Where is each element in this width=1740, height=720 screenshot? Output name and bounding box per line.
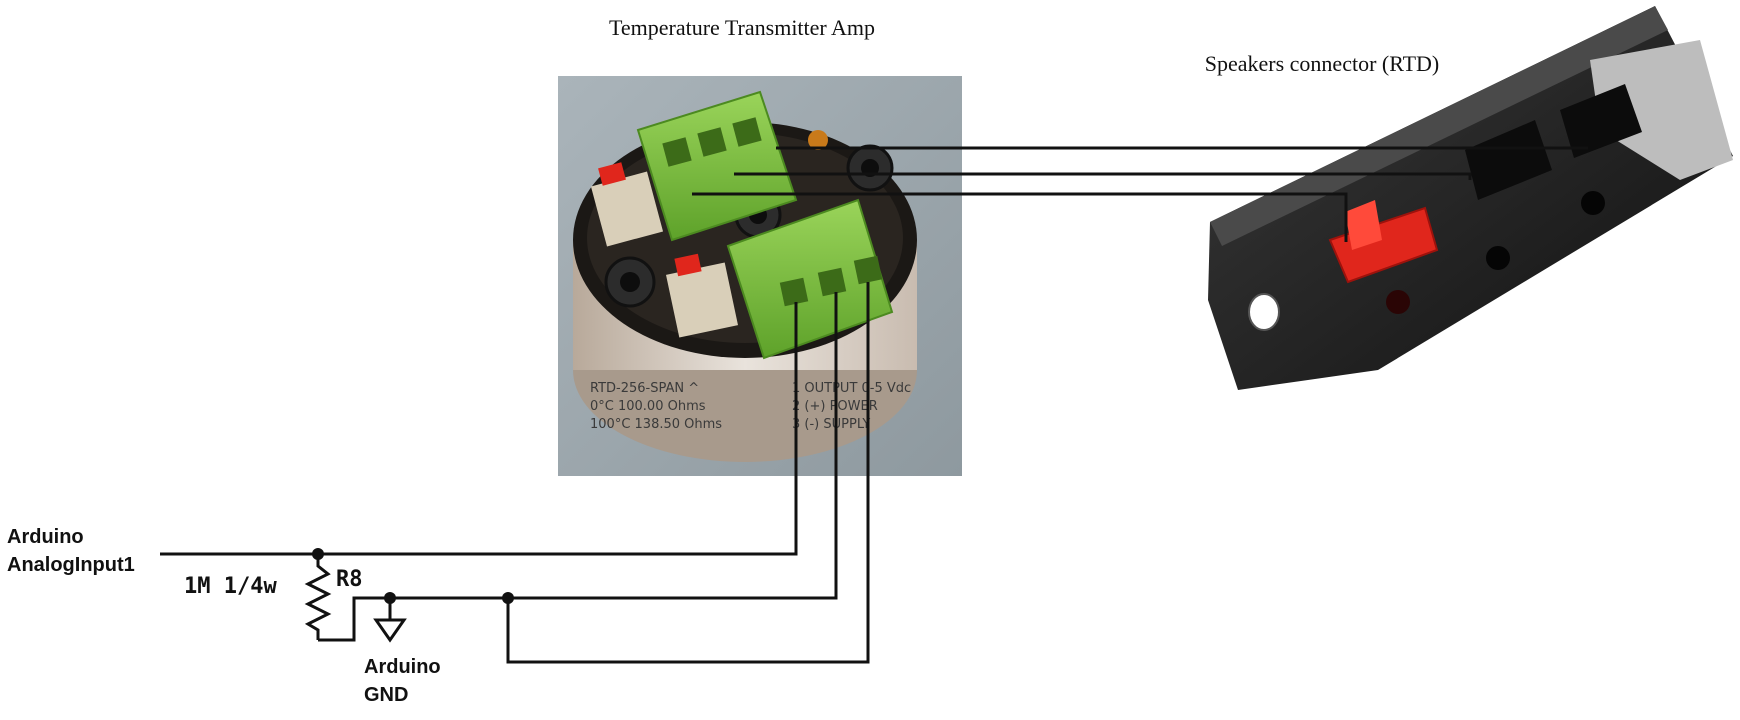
amp-label-line1: RTD-256-SPAN ^ [590,381,699,396]
ground-symbol [373,598,407,643]
amp-label-right1: 1 OUTPUT 0-5 Vdc [792,381,911,396]
supply-plus-wire [318,292,838,642]
resistor-r8 [304,554,332,640]
amp-label-line2: 0°C 100.00 Ohms [590,399,706,414]
output-wires [160,282,870,664]
amp-label-right3: 3 (-) SUPPLY [792,417,870,432]
analog-input-label-line1: Arduino [7,526,84,548]
speakers-connector-photo [1208,6,1733,390]
resistor-value-label: 1M 1/4w [184,574,277,599]
gnd-label-line1: Arduino [364,656,441,678]
junction-dot-input [312,548,324,560]
resistor-ref-label: R8 [336,567,363,592]
amp-title: Temperature Transmitter Amp [609,15,875,40]
output-wire [160,302,798,556]
amp-label-line3: 100°C 138.50 Ohms [590,417,722,432]
analog-input-label-line2: AnalogInput1 [7,554,135,576]
gnd-label-line2: GND [364,684,408,706]
transmitter-amp-photo: RTD-256-SPAN ^ 0°C 100.00 Ohms 100°C 138… [558,76,962,476]
rtd-wires [692,146,1588,242]
rtd-wire-3 [692,192,1348,242]
supply-minus-wire [506,282,870,664]
rtd-wire-2 [734,172,1472,180]
connector-title: Speakers connector (RTD) [1205,51,1439,76]
junction-dot-supply [502,592,514,604]
